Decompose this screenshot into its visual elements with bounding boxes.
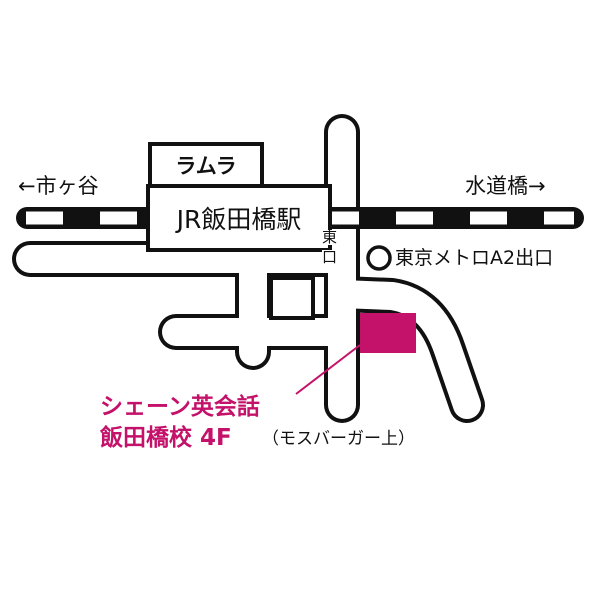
- block: [269, 276, 315, 320]
- station-label: JR飯田橋駅: [176, 205, 302, 234]
- school-name: シェーン英会話: [100, 394, 260, 420]
- pointer-line: [295, 344, 361, 395]
- ramura-label: ラムラ: [175, 154, 237, 178]
- metro-exit-icon: [366, 245, 392, 271]
- ramura-building: ラムラ: [148, 142, 264, 188]
- east-exit-label-1: 東: [322, 228, 338, 246]
- school-note: （モスバーガー上）: [262, 429, 415, 449]
- station-building: JR飯田橋駅: [146, 184, 332, 252]
- east-exit-label-2: 口: [322, 248, 338, 266]
- metro-exit-label: 東京メトロA2出口: [395, 247, 554, 269]
- direction-suidobashi: 水道橋→: [465, 174, 546, 198]
- direction-ichigaya: ←市ヶ谷: [18, 174, 99, 198]
- school-branch: 飯田橋校 4F: [100, 425, 232, 451]
- school-building: [360, 313, 416, 353]
